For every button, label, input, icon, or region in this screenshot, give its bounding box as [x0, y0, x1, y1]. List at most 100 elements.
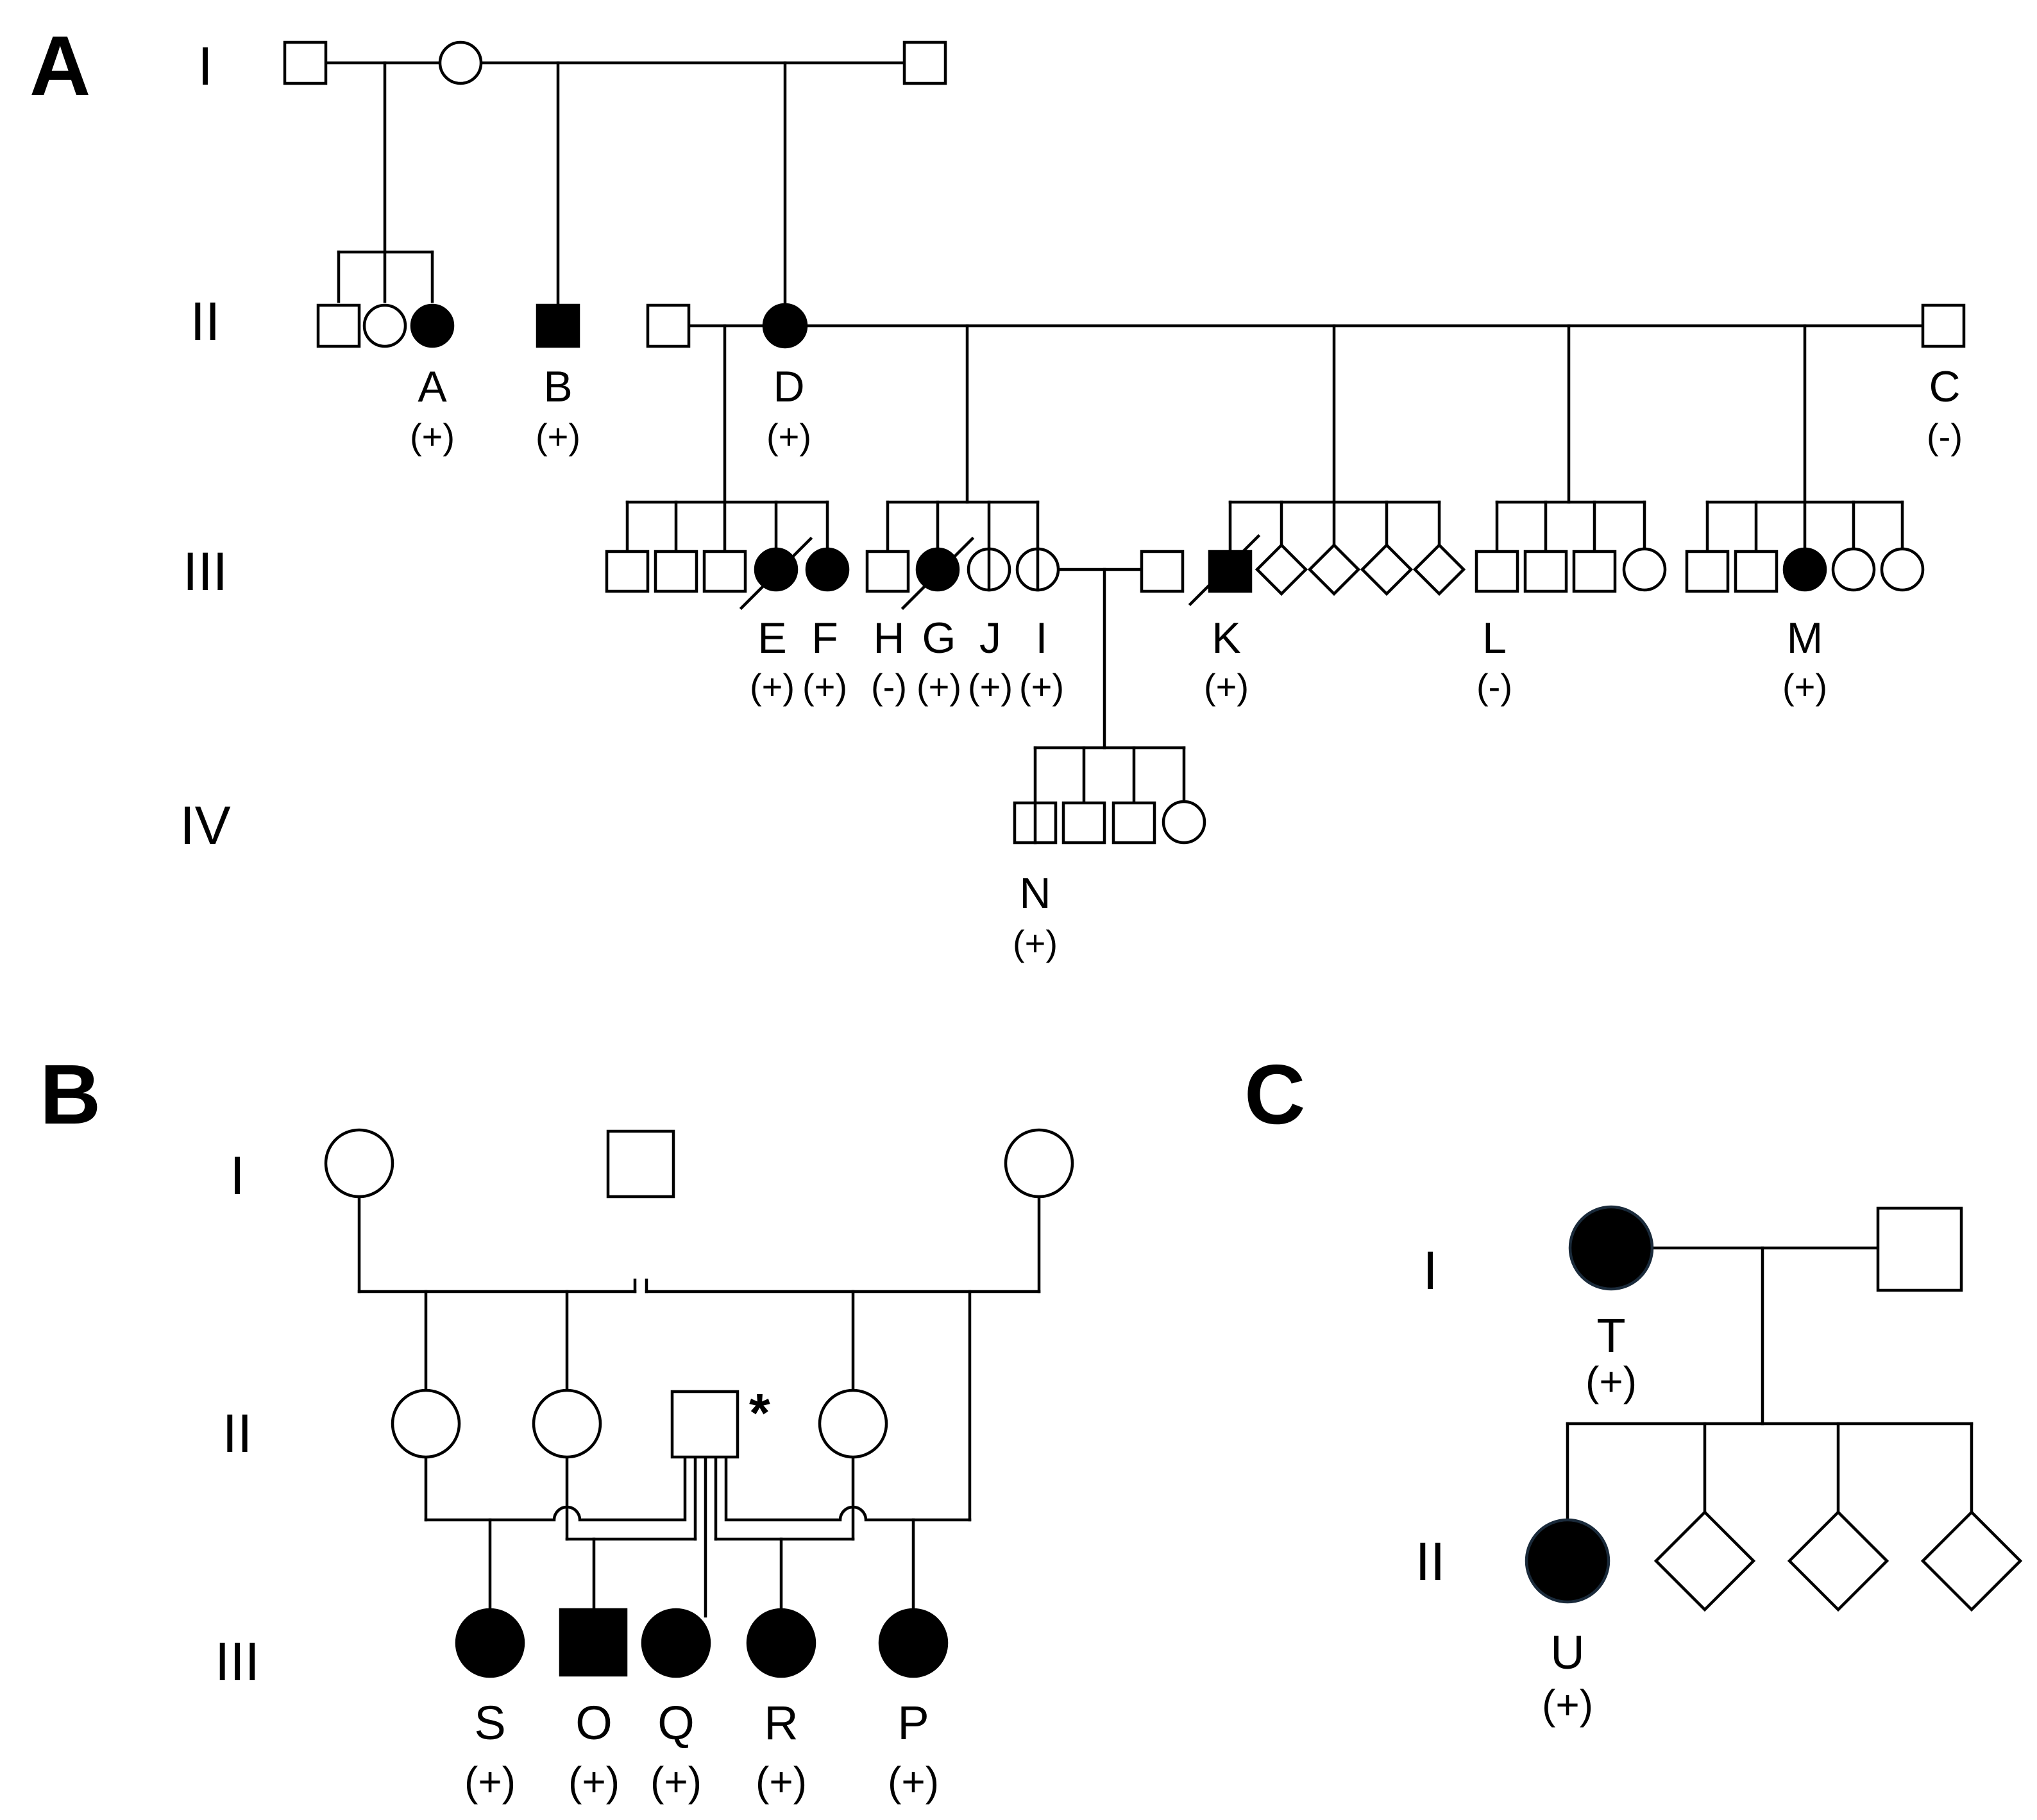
- male-symbol: [1523, 550, 1568, 593]
- male-symbol: [1572, 550, 1617, 593]
- panel-a-lines: [324, 61, 1925, 805]
- affected-female-symbol: [754, 547, 799, 592]
- affected-female-symbol: [878, 1608, 949, 1678]
- panel-b-generation-1: I: [230, 1145, 244, 1206]
- genotype-status: (+): [536, 416, 580, 457]
- genotype-status: (+): [1013, 923, 1058, 963]
- male-symbol: [902, 40, 947, 85]
- genotype-status: (+): [410, 416, 455, 457]
- panel-b-labels: S (+) O (+) Q (+) R (+) P (+): [464, 1696, 939, 1805]
- panel-b-generation-2: II: [223, 1403, 253, 1463]
- unknown-sex-symbol: [1787, 1510, 1889, 1612]
- panel-a: A I II III IV: [30, 19, 1966, 963]
- panel-c-lines: [1566, 1246, 1974, 1522]
- genotype-status: (+): [802, 666, 847, 707]
- unknown-sex-symbol: [1653, 1510, 1756, 1612]
- individual-label: S: [474, 1696, 505, 1749]
- panel-a-generation-4: IV: [180, 795, 230, 855]
- individual-label: B: [543, 362, 572, 411]
- female-symbol: [1831, 547, 1876, 592]
- genotype-status: (+): [1542, 1681, 1593, 1728]
- individual-label: D: [773, 362, 804, 411]
- affected-female-symbol: [915, 547, 960, 592]
- affected-female-symbol: [746, 1608, 816, 1678]
- genotype-status: (+): [766, 416, 811, 457]
- male-symbol: [1140, 550, 1185, 593]
- male-symbol: [606, 1129, 675, 1199]
- genotype-status: (+): [750, 666, 795, 707]
- panel-a-generation-1: I: [198, 36, 212, 96]
- female-symbol: [1162, 800, 1206, 845]
- female-symbol: [324, 1128, 394, 1199]
- individual-label: Q: [657, 1696, 695, 1749]
- individual-label: M: [1787, 614, 1823, 662]
- affected-female-symbol: [641, 1608, 711, 1678]
- individual-label: K: [1212, 614, 1240, 662]
- unknown-sex-symbol: [1360, 543, 1414, 596]
- male-symbol: [1921, 303, 1966, 348]
- male-symbol: [654, 550, 698, 593]
- panel-a-letter: A: [30, 19, 90, 113]
- female-symbol: [362, 303, 407, 348]
- affected-female-symbol: [762, 303, 808, 349]
- panel-c-generation-2: II: [1416, 1531, 1446, 1592]
- female-symbol: [818, 1388, 888, 1459]
- panel-b-letter: B: [40, 1047, 101, 1142]
- genotype-status: (+): [568, 1758, 620, 1805]
- panel-c-symbols: [1525, 1205, 2023, 1612]
- male-symbol: [1685, 550, 1730, 593]
- genotype-status: (+): [1019, 666, 1064, 707]
- panel-c-labels: T (+) U (+): [1542, 1309, 1637, 1728]
- genotype-status: (+): [917, 666, 961, 707]
- unknown-sex-symbol: [1307, 543, 1361, 596]
- affected-female-symbol: [455, 1608, 525, 1678]
- panel-a-labels: A (+) B (+) D (+) C (-) E (+) F (+) H (-…: [410, 362, 1963, 963]
- unknown-sex-symbol: [1412, 543, 1466, 596]
- female-symbol: [532, 1388, 602, 1459]
- affected-male-symbol: [536, 303, 580, 348]
- individual-label: I: [1036, 614, 1048, 662]
- panel-a-generation-2: II: [190, 291, 221, 351]
- genotype-status: (+): [888, 1758, 939, 1805]
- male-symbol: [1475, 550, 1519, 593]
- female-symbol: [1880, 547, 1925, 592]
- male-symbol: [283, 40, 328, 85]
- affected-female-symbol: [1568, 1205, 1654, 1291]
- male-symbol: [1111, 801, 1156, 845]
- individual-label: R: [764, 1696, 798, 1749]
- individual-label: A: [418, 362, 447, 411]
- genotype-status: (-): [871, 666, 907, 707]
- male-symbol: [1734, 550, 1779, 593]
- female-symbol: [1622, 547, 1667, 592]
- male-symbol: [702, 550, 747, 593]
- panel-b-generation-3: III: [215, 1631, 260, 1692]
- individual-label: H: [873, 614, 904, 662]
- unknown-sex-symbol: [1920, 1510, 2023, 1612]
- individual-label: G: [922, 614, 956, 662]
- genotype-status: (+): [1782, 666, 1827, 707]
- panel-a-generation-3: III: [183, 541, 228, 602]
- female-symbol: [391, 1388, 461, 1459]
- panel-c-letter: C: [1244, 1047, 1305, 1142]
- genotype-status: (-): [1476, 666, 1512, 707]
- male-symbol: [865, 550, 910, 593]
- genotype-status: (+): [1585, 1358, 1637, 1404]
- individual-label: C: [1929, 362, 1960, 411]
- genotype-status: (+): [756, 1758, 807, 1805]
- male-symbol: [1061, 801, 1106, 845]
- male-symbol: [316, 303, 361, 348]
- genotype-status: (+): [968, 666, 1013, 707]
- panel-a-symbols: [283, 40, 1966, 845]
- panel-c: C I II T (+) U (+): [1244, 1047, 2023, 1728]
- genotype-status: (-): [1927, 416, 1963, 457]
- individual-label: J: [979, 614, 1001, 662]
- affected-male-symbol: [559, 1608, 628, 1677]
- individual-label: F: [811, 614, 838, 662]
- genotype-status: (+): [650, 1758, 702, 1805]
- individual-label: N: [1019, 869, 1051, 918]
- individual-label: U: [1550, 1626, 1584, 1679]
- proband-marker: *: [749, 1383, 770, 1443]
- female-symbol: [438, 40, 483, 85]
- male-symbol: [605, 550, 650, 593]
